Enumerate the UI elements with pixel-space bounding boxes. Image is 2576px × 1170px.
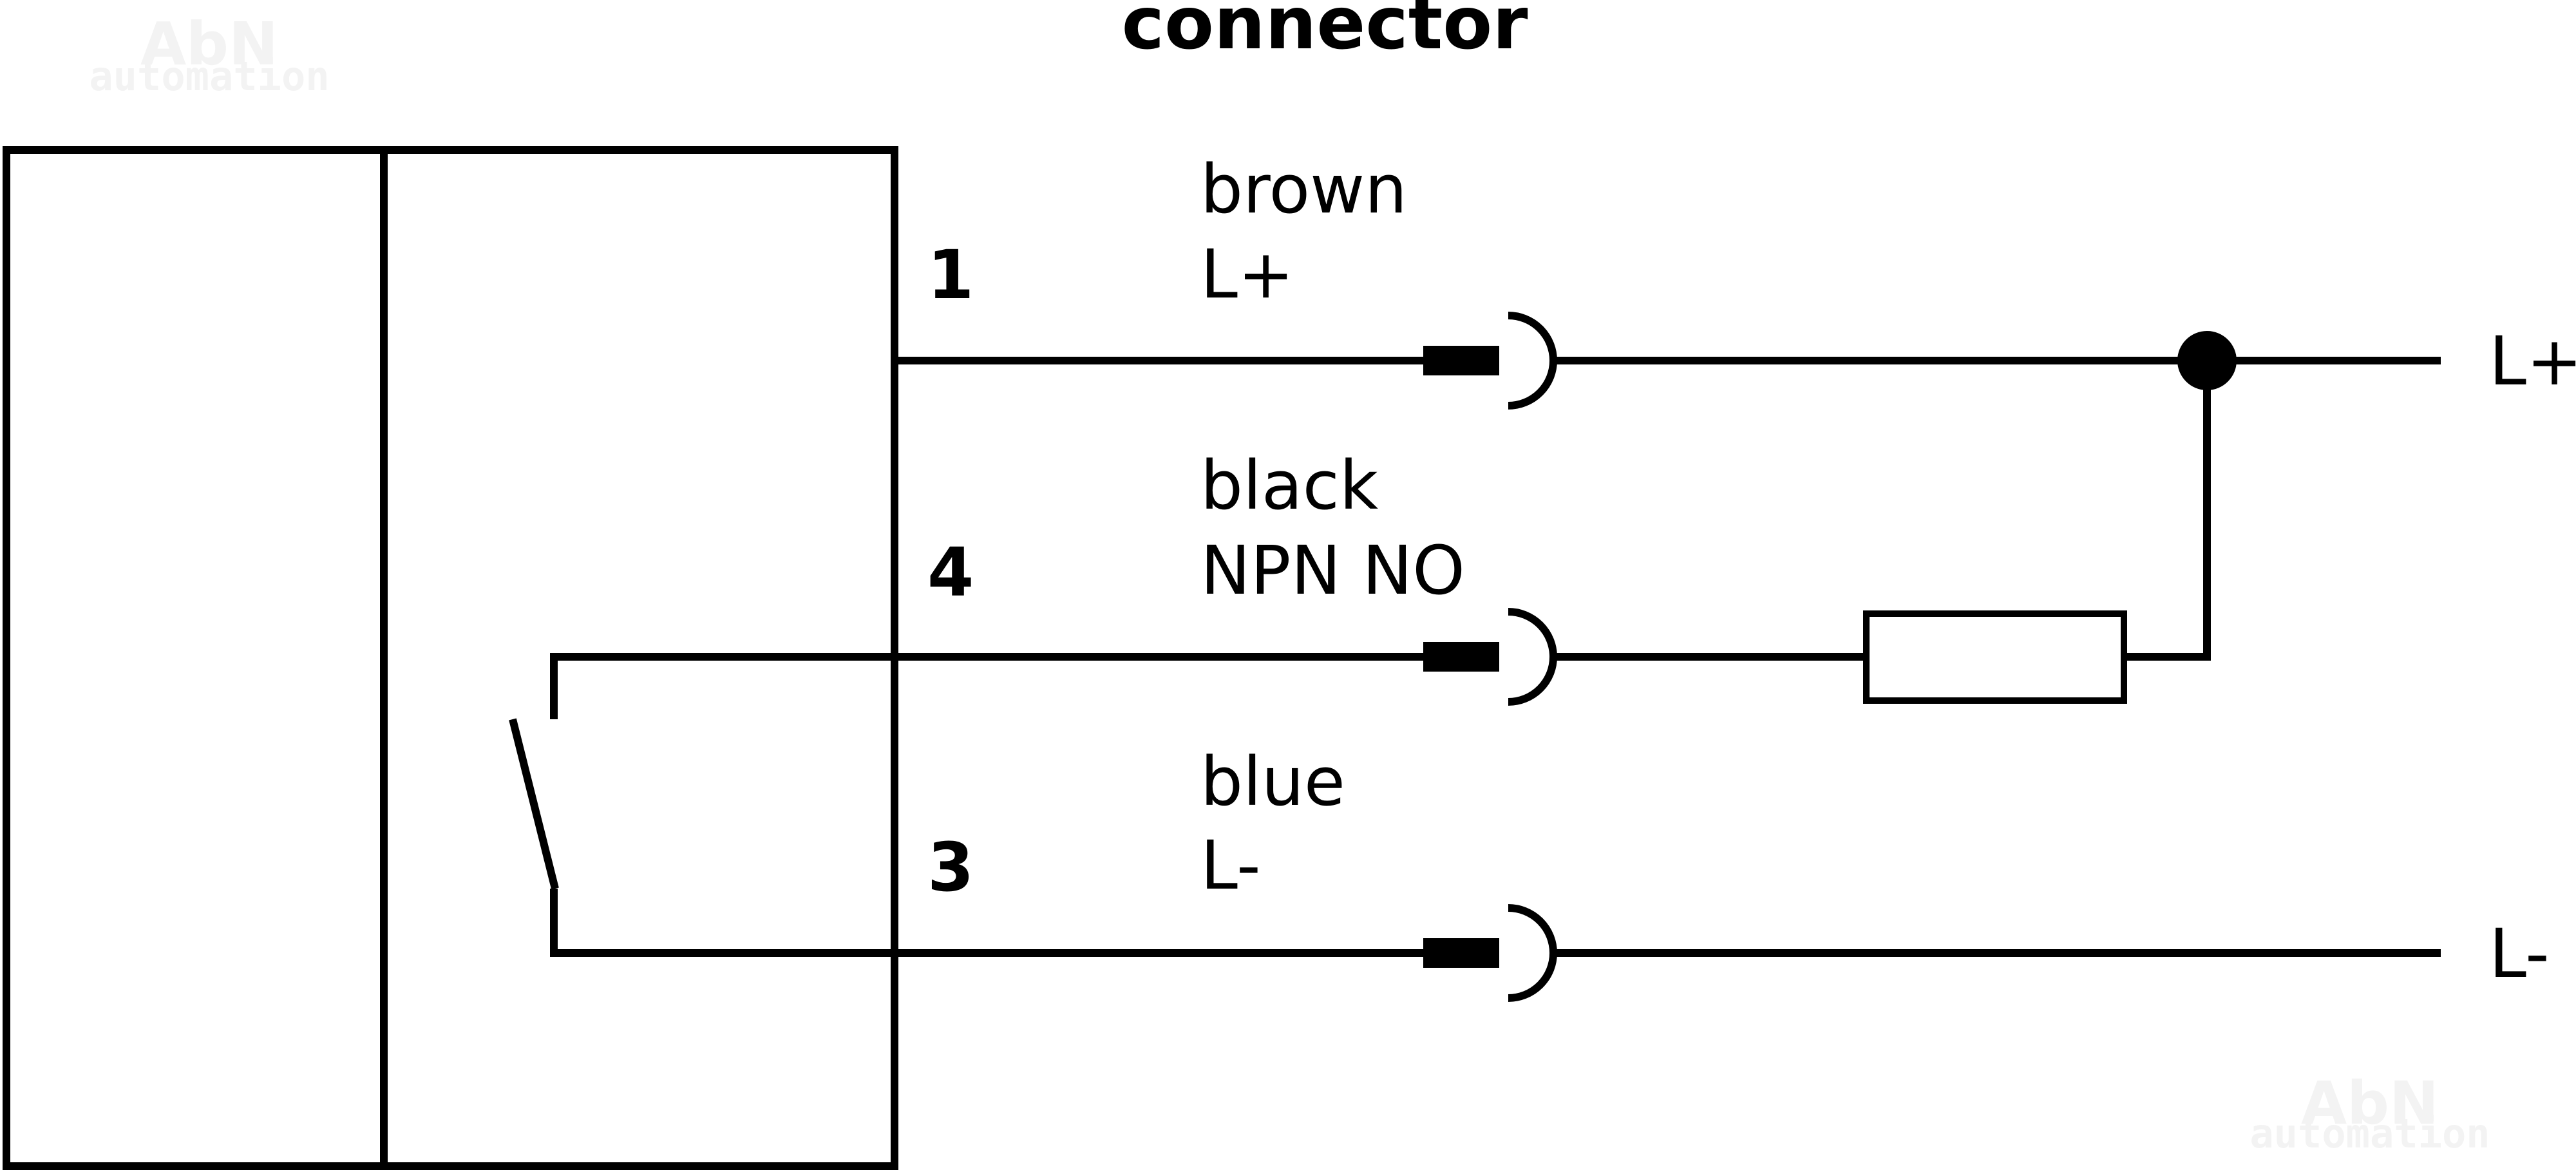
wire-function-lplus: L+ [1200, 235, 1294, 314]
wire-color-brown: brown [1200, 150, 1407, 229]
switch-lower-lead [550, 889, 895, 957]
wire-4 [895, 361, 2211, 706]
wire-color-blue: blue [1200, 742, 1345, 821]
switch-upper-lead [550, 653, 895, 719]
watermark-top-left: AbN automation [89, 10, 329, 100]
junction-dot [2177, 331, 2237, 390]
wire-1 [895, 312, 2441, 410]
npn-switch-symbol [509, 653, 895, 957]
pin-number-4: 4 [927, 533, 974, 612]
watermark-sub: automation [2249, 1110, 2490, 1157]
switch-contact-blade [509, 718, 559, 890]
socket-4 [1508, 608, 1557, 706]
plug-3 [1423, 938, 1499, 968]
pin-number-1: 1 [927, 236, 974, 314]
watermark-bottom-right: AbN automation [2249, 1069, 2490, 1157]
watermark-sub: automation [89, 53, 329, 100]
wire-function-lminus: L- [1200, 826, 1261, 905]
plug-4 [1423, 642, 1499, 672]
wire-color-black: black [1200, 446, 1378, 525]
wire-function-npn-no: NPN NO [1200, 531, 1465, 610]
terminal-lminus: L- [2489, 914, 2550, 993]
load-resistor [1863, 610, 2127, 704]
diagram-title: connector [1122, 0, 1528, 66]
socket-1 [1508, 312, 1557, 410]
pin-number-3: 3 [927, 828, 974, 907]
watermark-brand: AbN [2301, 1069, 2439, 1138]
watermark-brand: AbN [140, 10, 278, 79]
socket-3 [1508, 904, 1557, 1002]
plug-1 [1423, 346, 1499, 375]
terminal-lplus: L+ [2489, 322, 2576, 401]
wire-3 [895, 904, 2441, 1002]
load-to-supply-line [2124, 361, 2211, 661]
